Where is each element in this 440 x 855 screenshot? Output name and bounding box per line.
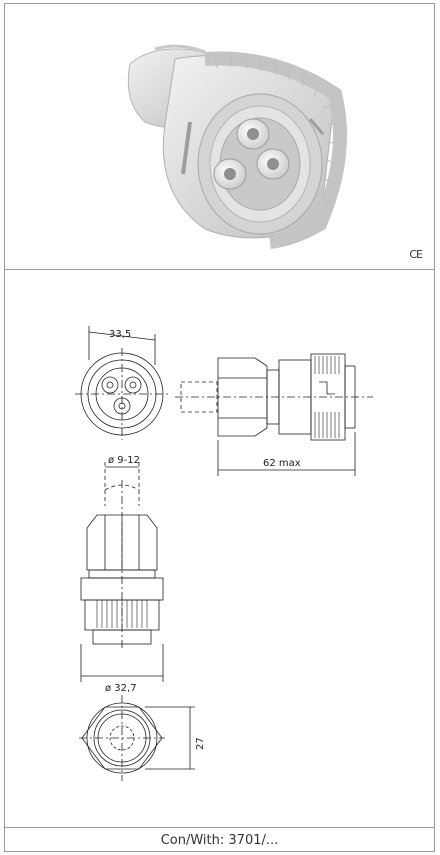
body-diameter-label: ø 32,7 (105, 683, 137, 694)
compatibility-footer: Con/With: 3701/... (5, 827, 434, 852)
ce-mark: CE (409, 248, 423, 261)
front-view-drawing (75, 326, 169, 440)
front-diameter-label: 33,5 (109, 329, 131, 340)
hex-width-label: 27 (195, 737, 206, 750)
length-label: 62 max (263, 458, 301, 469)
technical-drawing-panel: 33,5 (5, 270, 434, 828)
technical-drawing: 33,5 (75, 326, 373, 781)
product-sheet: CE 33,5 (4, 3, 435, 852)
compatibility-text: Con/With: 3701/... (160, 832, 279, 848)
product-photo-panel: CE (5, 4, 434, 270)
rear-view-drawing (79, 695, 195, 781)
connector-photo (127, 44, 347, 249)
top-view-drawing (80, 462, 164, 682)
cable-range-label: ø 9-12 (108, 455, 140, 466)
side-view-drawing (175, 353, 373, 476)
